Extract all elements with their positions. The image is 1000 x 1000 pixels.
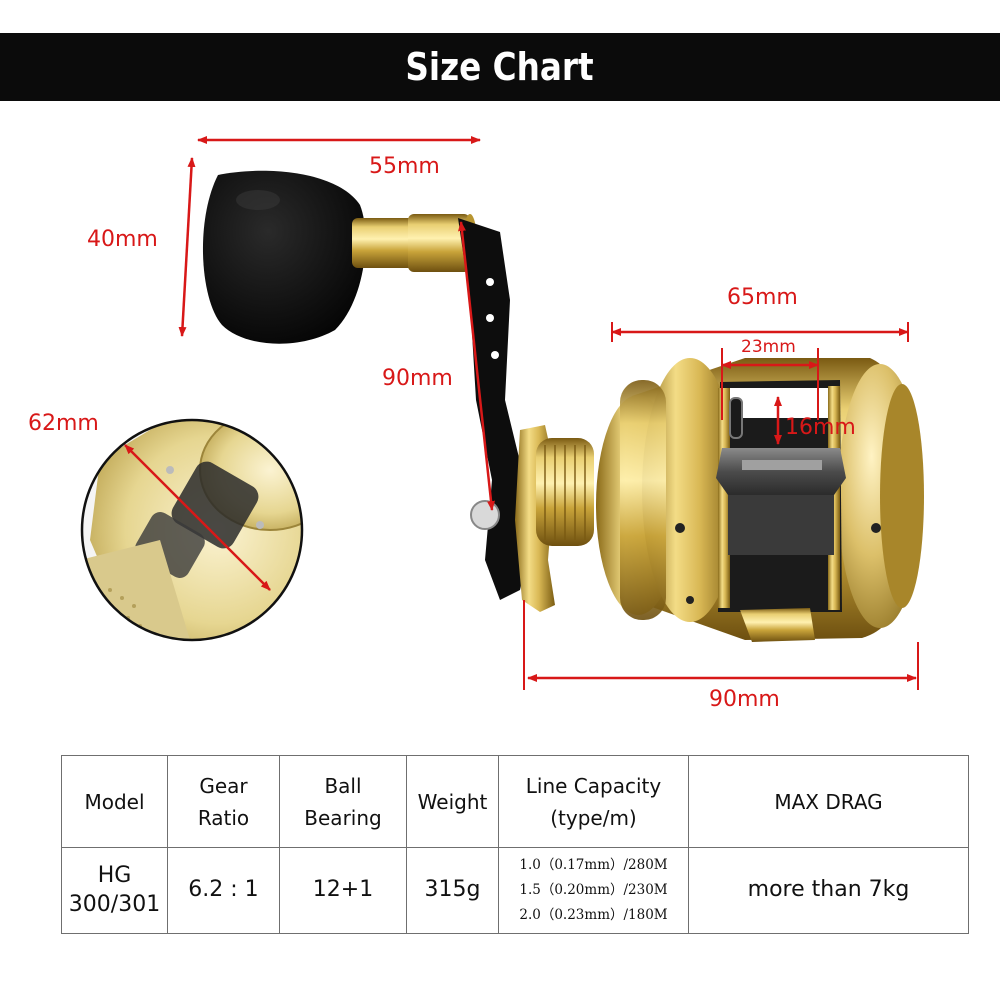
header-weight: Weight bbox=[406, 755, 499, 848]
header-ball-bearing: Ball Bearing bbox=[279, 755, 407, 848]
cell-model: HG 300/301 bbox=[61, 847, 168, 934]
dim-knob-height: 40mm bbox=[87, 227, 158, 252]
spec-table: Model Gear Ratio Ball Bearing Weight Lin… bbox=[61, 755, 969, 934]
reel-illustration bbox=[80, 136, 924, 690]
cell-line-capacity: 1.0（0.17mm）/280M 1.5（0.20mm）/230M 2.0（0.… bbox=[498, 847, 689, 934]
cell-weight: 315g bbox=[406, 847, 499, 934]
dim-spool-width: 65mm bbox=[727, 285, 798, 310]
header-model: Model bbox=[61, 755, 168, 848]
cell-ball-bearing: 12+1 bbox=[279, 847, 407, 934]
dim-body-length: 90mm bbox=[709, 687, 780, 712]
side-plate-inset bbox=[80, 418, 304, 642]
dim-level-wind-width: 23mm bbox=[741, 337, 796, 357]
dim-knob-width: 55mm bbox=[369, 154, 440, 179]
star-drag bbox=[515, 425, 594, 612]
table-header-row: Model Gear Ratio Ball Bearing Weight Lin… bbox=[61, 755, 969, 848]
header-gear-ratio: Gear Ratio bbox=[167, 755, 280, 848]
reel-body bbox=[596, 358, 924, 642]
line-capacity-item: 1.5（0.20mm）/230M bbox=[519, 882, 668, 899]
cell-max-drag: more than 7kg bbox=[688, 847, 969, 934]
header-line-capacity: Line Capacity (type/m) bbox=[498, 755, 689, 848]
table-row: HG 300/301 6.2 : 1 12+1 315g 1.0（0.17mm）… bbox=[61, 847, 969, 934]
dim-handle-length: 90mm bbox=[382, 366, 453, 391]
dimension-lines bbox=[124, 136, 917, 682]
knob-shaft bbox=[352, 214, 477, 272]
page-title: Size Chart bbox=[405, 45, 595, 89]
handle-knob bbox=[202, 170, 366, 344]
header-max-drag: MAX DRAG bbox=[688, 755, 969, 848]
cell-gear-ratio: 6.2 : 1 bbox=[167, 847, 280, 934]
line-capacity-item: 1.0（0.17mm）/280M bbox=[519, 857, 668, 874]
dim-side-plate: 62mm bbox=[28, 411, 99, 436]
dim-level-wind-height: 16mm bbox=[785, 415, 856, 440]
line-capacity-item: 2.0（0.23mm）/180M bbox=[519, 906, 668, 923]
header-bar: Size Chart bbox=[0, 33, 1000, 101]
